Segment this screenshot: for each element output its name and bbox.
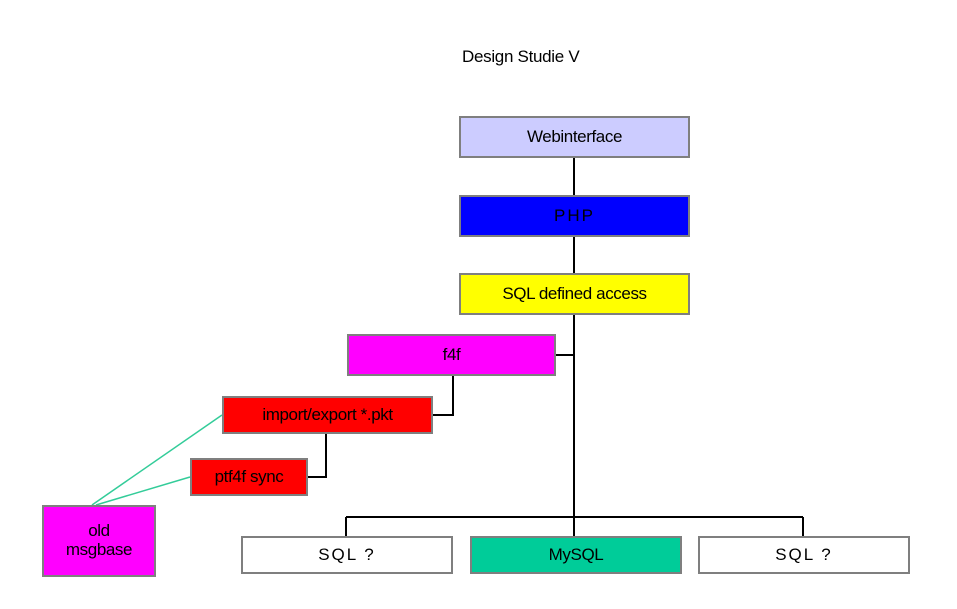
- node-f4f: f4f: [347, 334, 556, 376]
- node-sql-defined-access: SQL defined access: [459, 273, 690, 315]
- node-import-export: import/export *.pkt: [222, 396, 433, 434]
- diagram-title: Design Studie V: [462, 47, 580, 66]
- node-sql-right: SQL ?: [698, 536, 910, 574]
- node-ptf4f-sync-label: ptf4f sync: [214, 466, 284, 486]
- node-mysql: MySQL: [470, 536, 682, 574]
- connector-import-f4f: [433, 376, 454, 416]
- node-mysql-label: MySQL: [548, 544, 604, 564]
- node-ptf4f-sync: ptf4f sync: [190, 458, 308, 496]
- node-sql-left: SQL ?: [241, 536, 453, 574]
- node-import-export-label: import/export *.pkt: [262, 404, 393, 424]
- node-webinterface: Webinterface: [459, 116, 690, 158]
- node-php-label: PHP: [554, 205, 595, 225]
- node-sql-left-label: SQL ?: [318, 544, 376, 564]
- node-php: PHP: [459, 195, 690, 237]
- node-sql-right-label: SQL ?: [775, 544, 833, 564]
- dotted-connector-old-import: [91, 414, 223, 506]
- node-old-msgbase: old msgbase: [42, 505, 156, 577]
- node-sql-defined-access-label: SQL defined access: [502, 283, 647, 303]
- node-old-msgbase-label-line1: old: [88, 521, 110, 541]
- connector-ptf4f-import: [308, 434, 327, 478]
- dotted-connector-old-ptf4f: [95, 476, 191, 506]
- node-webinterface-label: Webinterface: [526, 126, 623, 146]
- node-old-msgbase-label-line2: msgbase: [65, 540, 133, 559]
- node-f4f-label: f4f: [442, 344, 461, 364]
